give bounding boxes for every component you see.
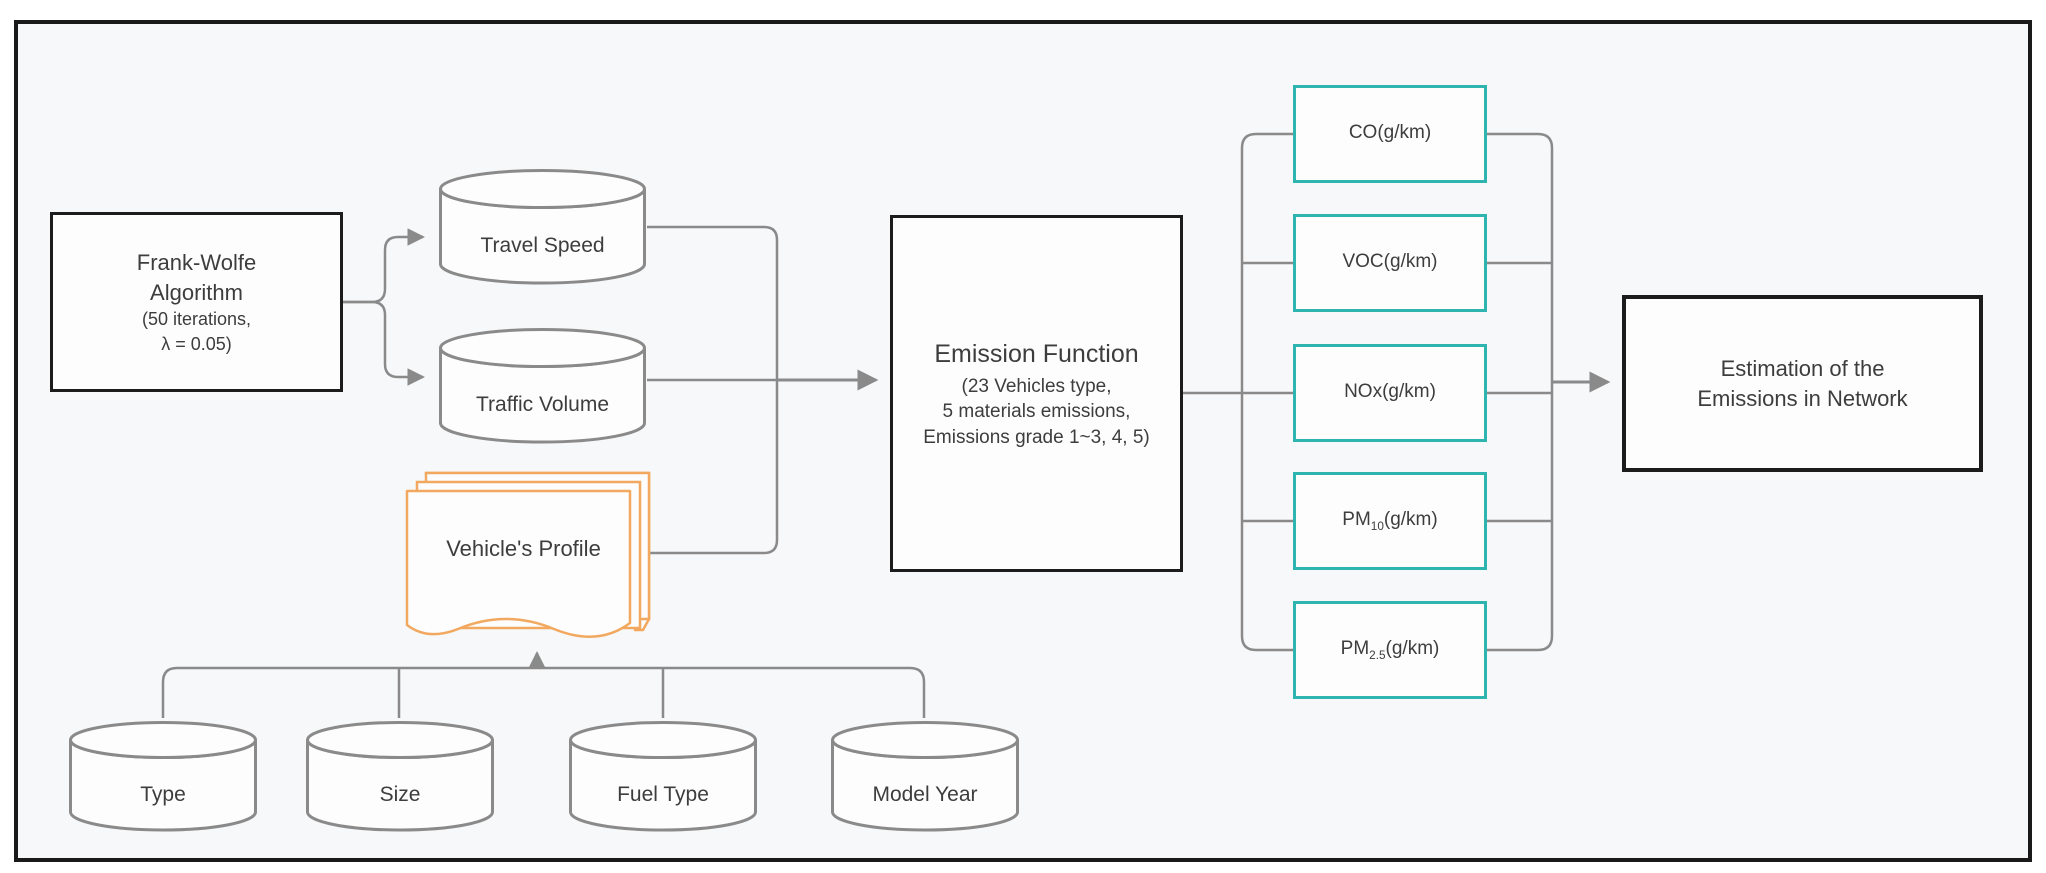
output-pm25-sub: 2.5 bbox=[1369, 648, 1386, 662]
frank-wolfe-title-line1: Frank-Wolfe bbox=[136, 250, 257, 276]
output-nox-box: NOx(g/km) bbox=[1293, 344, 1487, 442]
cylinder-shape-icon bbox=[831, 721, 1019, 832]
emission-function-line4: Emissions grade 1~3, 4, 5) bbox=[923, 427, 1150, 449]
vehicles-profile-label: Vehicle's Profile bbox=[446, 536, 601, 561]
output-pm10-prefix: PM bbox=[1342, 509, 1371, 531]
output-pm25-suffix: (g/km) bbox=[1385, 638, 1440, 660]
edge-profile-merge bbox=[650, 380, 779, 555]
output-pm25-prefix: PM bbox=[1340, 638, 1370, 660]
output-voc-suffix: (g/km) bbox=[1383, 251, 1438, 273]
traffic-volume-label: Traffic Volume bbox=[475, 393, 610, 417]
frank-wolfe-param-line2: λ = 0.05) bbox=[161, 333, 232, 354]
output-nox-label: NOx(g/km) bbox=[1344, 381, 1436, 405]
estimation-line1: Estimation of the bbox=[1720, 355, 1885, 381]
model-year-label: Model Year bbox=[872, 783, 978, 807]
edge-ef-trunk-left bbox=[1240, 132, 1293, 652]
output-voc-box: VOC(g/km) bbox=[1293, 214, 1487, 312]
output-pm10-suffix: (g/km) bbox=[1383, 509, 1438, 531]
output-pm25-box: PM2.5(g/km) bbox=[1293, 601, 1487, 699]
db-traffic-volume: Traffic Volume bbox=[438, 327, 647, 444]
output-co-prefix: CO bbox=[1348, 122, 1378, 144]
output-nox-prefix: NOx bbox=[1344, 381, 1383, 403]
fuel-type-label: Fuel Type bbox=[617, 783, 709, 807]
edge-sources-rail bbox=[161, 666, 926, 718]
output-co-label: CO(g/km) bbox=[1349, 122, 1431, 146]
estimation-line2: Emissions in Network bbox=[1697, 385, 1908, 411]
travel-speed-label: Travel Speed bbox=[480, 234, 605, 258]
db-type: Type bbox=[68, 720, 258, 832]
output-pm10-sub: 10 bbox=[1370, 519, 1384, 533]
emission-function-line2: (23 Vehicles type, bbox=[961, 375, 1112, 397]
output-pm10-label: PM10(g/km) bbox=[1342, 509, 1437, 533]
emission-function-title: Emission Function bbox=[934, 340, 1139, 369]
db-fuel-type: Fuel Type bbox=[568, 720, 758, 832]
document-stack-icon bbox=[405, 471, 651, 638]
cylinder-shape-icon bbox=[439, 169, 646, 285]
size-label: Size bbox=[379, 783, 421, 807]
output-pm10-box: PM10(g/km) bbox=[1293, 472, 1487, 570]
estimation-box: Estimation of the Emissions in Network bbox=[1622, 295, 1983, 472]
cylinder-shape-icon bbox=[569, 721, 757, 832]
vehicles-profile-doc: Vehicle's Profile bbox=[405, 470, 652, 644]
cylinder-shape-icon bbox=[69, 721, 257, 832]
output-co-box: CO(g/km) bbox=[1293, 85, 1487, 183]
output-voc-label: VOC(g/km) bbox=[1342, 251, 1437, 275]
frank-wolfe-title-line2: Algorithm bbox=[150, 279, 243, 305]
edge-travel-speed-merge bbox=[647, 225, 779, 380]
frank-wolfe-param-line1: (50 iterations, bbox=[141, 309, 252, 330]
db-travel-speed: Travel Speed bbox=[438, 168, 647, 285]
output-pm25-label: PM2.5(g/km) bbox=[1341, 638, 1440, 662]
output-co-suffix: (g/km) bbox=[1377, 122, 1432, 144]
type-label: Type bbox=[140, 783, 186, 807]
edge-fw-to-travel-speed bbox=[343, 228, 426, 304]
cylinder-shape-icon bbox=[439, 328, 646, 444]
emission-function-box: Emission Function (23 Vehicles type, 5 m… bbox=[890, 215, 1183, 572]
output-voc-prefix: VOC bbox=[1342, 251, 1384, 273]
edge-fw-to-traffic-volume bbox=[343, 300, 426, 386]
db-size: Size bbox=[305, 720, 495, 832]
output-nox-suffix: (g/km) bbox=[1382, 381, 1436, 403]
frank-wolfe-box: Frank-Wolfe Algorithm (50 iterations, λ … bbox=[50, 212, 343, 392]
db-model-year: Model Year bbox=[830, 720, 1020, 832]
cylinder-shape-icon bbox=[306, 721, 494, 832]
emission-function-line3: 5 materials emissions, bbox=[942, 401, 1131, 423]
